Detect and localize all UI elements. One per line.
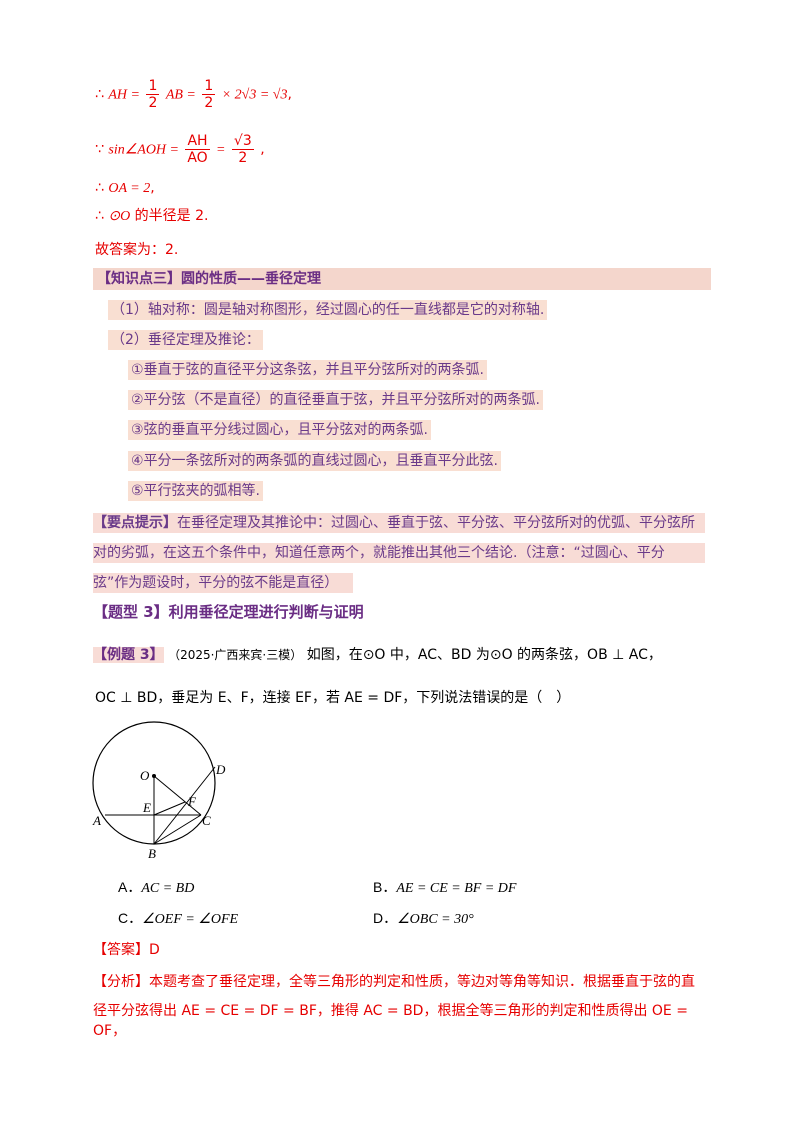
circle-figure: O A B C D E F <box>92 721 226 861</box>
knowledge-item-4: ②平分弦（不是直径）的直径垂直于弦，并且平分弦所对的两条弧. <box>128 390 543 410</box>
knowledge-title: 【知识点三】圆的性质——垂径定理 <box>93 268 711 290</box>
key-tip-line-1: 【要点提示】在垂径定理及其推论中：过圆心、垂直于弦、平分弦、平分弦所对的优弧、平… <box>93 513 705 533</box>
knowledge-item-1: （1）轴对称：圆是轴对称图形，经过圆心的任一直线都是它的对称轴. <box>108 300 548 320</box>
knowledge-item-7: ⑤平行弦夹的弧相等. <box>128 481 264 501</box>
key-tip-line-2: 对的劣弧，在这五个条件中，知道任意两个，就能推出其他三个结论.（注意：“过圆心、… <box>93 543 705 563</box>
question-type-title: 【题型 3】利用垂径定理进行判断与证明 <box>93 603 364 621</box>
label-f: F <box>187 794 197 809</box>
answer-row: 【答案】D <box>93 942 160 958</box>
label-c: C <box>202 813 211 828</box>
analysis-line-2: 径平分弦得出 AE = CE = DF = BF，推得 AC = BD，根据全等… <box>93 1003 688 1039</box>
center-point <box>152 774 156 778</box>
knowledge-item-3: ①垂直于弦的直径平分这条弦，并且平分弦所对的两条弧. <box>128 360 487 380</box>
knowledge-item-6: ④平分一条弦所对的两条弧的直线过圆心，且垂直平分此弦. <box>128 451 501 471</box>
example-line-1: 【例题 3】 （2025·广西来宾·三模） 如图，在⊙O 中，AC、BD 为⊙O… <box>93 647 662 663</box>
option-d[interactable]: D．∠OBC = 30° <box>373 910 474 927</box>
option-c[interactable]: C．∠OEF = ∠OFE <box>118 910 239 927</box>
solution-line-4: ∴ ⊙O 的半径是 2. <box>95 208 209 224</box>
segment-oc <box>153 775 202 816</box>
label-a: A <box>92 813 101 828</box>
label-o: O <box>140 768 150 783</box>
answer-line: 故答案为：2. <box>95 242 179 258</box>
segment-bc <box>153 814 202 845</box>
example-line-2: OC ⊥ BD，垂足为 E、F，连接 EF，若 AE = DF，下列说法错误的是… <box>95 690 571 706</box>
knowledge-item-2: （2）垂径定理及推论： <box>108 330 263 350</box>
chord-bd <box>153 766 216 845</box>
label-d: D <box>215 762 226 777</box>
analysis-line-1: 【分析】本题考查了垂径定理，全等三角形的判定和性质，等边对等角等知识．根据垂直于… <box>93 974 695 990</box>
label-e: E <box>142 800 151 815</box>
solution-line-3: ∴ OA = 2, <box>95 180 155 196</box>
label-b: B <box>148 846 156 861</box>
knowledge-item-5: ③弦的垂直平分线过圆心，且平分弦对的两条弧. <box>128 420 431 440</box>
option-b[interactable]: B．AE = CE = BF = DF <box>373 879 517 896</box>
segment-ef <box>153 801 186 816</box>
key-tip-line-3: 弦”作为题设时，平分的弦不能是直径） <box>93 573 353 593</box>
option-a[interactable]: A．AC = BD <box>118 879 195 896</box>
